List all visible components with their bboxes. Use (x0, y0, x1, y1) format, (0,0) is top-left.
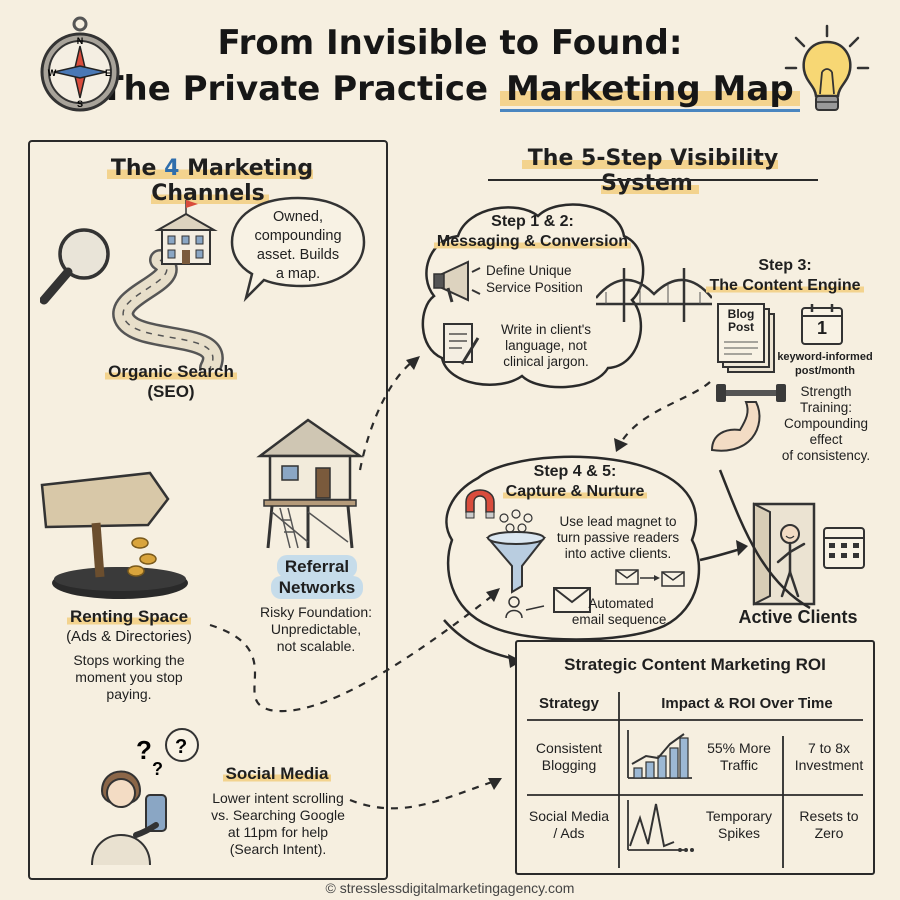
blog-post-stack-icon (717, 303, 775, 373)
step12-item-2: Write in client's language, not clinical… (500, 322, 592, 369)
dumbbell-arm-icon (710, 384, 786, 452)
email-sequence-icon (505, 569, 685, 618)
step3-caption: keyword-informed post/month (777, 351, 873, 377)
footer-copyright: © stresslessdigitalmarketingagency.com (325, 880, 575, 896)
step45-item-1: Use lead magnet to turn passive readers … (556, 514, 680, 561)
roi-row2-impact: Temporary Spikes (705, 808, 773, 841)
active-clients-label: Active Clients (738, 607, 858, 627)
seo-bubble-text: Owned, compounding asset. Builds a map. (254, 209, 342, 282)
renting-description: Stops working the moment you stop paying… (73, 652, 185, 702)
step3-title: Step 3: The Content Engine (700, 256, 870, 296)
roi-grid-lines (527, 692, 863, 868)
social-label: Social Media (212, 764, 342, 784)
person-phone-illustration: ? ? ? (91, 728, 199, 865)
svg-text:N: N (77, 36, 84, 46)
growth-bar-chart-icon (627, 730, 692, 779)
roi-row1-impact: 55% More Traffic (707, 740, 771, 773)
roi-row2-strategy: Social Media / Ads (528, 808, 610, 841)
blog-post-label: Blog Post (727, 307, 755, 334)
magnet-funnel-icon (465, 489, 546, 594)
seo-road-illustration (40, 200, 224, 370)
roi-row1-roi: 7 to 8x Investment (794, 740, 864, 773)
strength-caption: Strength Training: Compounding effect of… (781, 384, 871, 463)
svg-text:?: ? (152, 759, 163, 779)
notepad-icon (443, 323, 480, 365)
system-heading-underline (488, 179, 818, 181)
svg-text:?: ? (175, 736, 187, 758)
bridge-icon (596, 268, 712, 322)
step45-cloud-shape (445, 455, 701, 641)
renting-label: Renting Space (Ads & Directories) (66, 607, 192, 645)
title-line-2: The Private Practice Marketing Map (0, 68, 900, 112)
svg-text:S: S (77, 99, 83, 109)
channels-heading: The 4 Marketing Channels (50, 156, 370, 206)
lightbulb-icon (784, 24, 870, 111)
svg-text:?: ? (136, 735, 152, 765)
step45-title: Step 4 & 5: Capture & Nurture (500, 462, 650, 502)
step12-title: Step 1 & 2: Messaging & Conversion (430, 212, 635, 252)
roi-title: Strategic Content Marketing ROI (564, 655, 826, 674)
spike-line-chart-icon (627, 800, 694, 852)
seo-label: Organic Search (SEO) (96, 362, 246, 402)
svg-text:W: W (48, 68, 57, 78)
social-description: Lower intent scrolling vs. Searching Goo… (211, 790, 345, 857)
roi-table (515, 640, 875, 875)
roi-row2-roi: Resets to Zero (799, 808, 859, 841)
step45-item-2: Automated email sequence. (571, 596, 671, 627)
roi-col-impact: Impact & ROI Over Time (661, 695, 833, 712)
system-heading: The 5-Step Visibility System (470, 146, 830, 196)
channels-panel (28, 140, 388, 880)
roi-col-strategy: Strategy (538, 695, 600, 712)
roi-row1-strategy: Consistent Blogging (535, 740, 603, 773)
step12-cloud-shape (421, 203, 645, 389)
calendar-number: 1 (816, 318, 827, 338)
megaphone-icon (433, 260, 481, 303)
compass-icon: N S W E (40, 16, 120, 112)
referral-description: Risky Foundation: Unpredictable, not sca… (259, 604, 373, 654)
svg-text:E: E (105, 68, 111, 78)
seo-speech-bubble (230, 196, 366, 303)
sign-hole-illustration (40, 471, 188, 599)
referral-label: Referral Networks (262, 555, 372, 599)
calendar-icon (801, 304, 843, 345)
step12-item-1: Define Unique Service Position (486, 263, 583, 295)
stilt-house-illustration (256, 418, 365, 549)
title-line-1: From Invisible to Found: (217, 23, 683, 63)
